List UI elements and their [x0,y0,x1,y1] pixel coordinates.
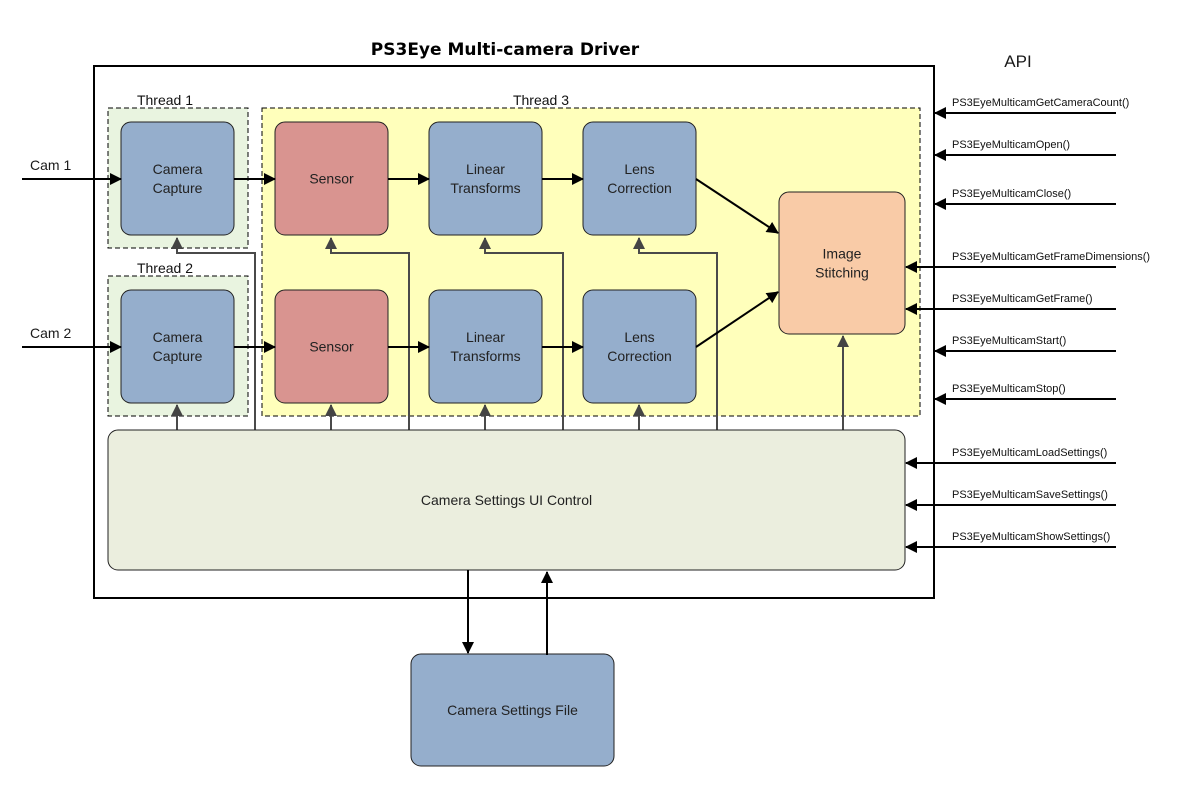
control-line-lens1 [633,237,718,430]
api-call: PS3EyeMulticamOpen() [934,139,1116,161]
node-label: Capture [153,180,203,196]
thread2-label: Thread 2 [137,260,193,276]
api-call-label: PS3EyeMulticamGetCameraCount() [952,97,1129,109]
api-call: PS3EyeMulticamSaveSettings() [905,489,1116,511]
node-label: Camera [153,161,203,177]
driver-boundary [93,65,935,599]
node-label: Sensor [309,171,354,187]
input-label-cam1: Cam 1 [30,157,71,173]
node-box [428,289,543,404]
node-box [582,121,697,236]
node-label: Image [823,246,862,262]
control-lines [171,237,849,430]
control-line-capture1 [171,237,256,430]
api-heading: API [1004,52,1031,71]
arrow-lens2-stitch [695,291,779,348]
node-box [428,121,543,236]
control-line-linear1 [479,237,564,430]
pipeline-arrows [22,173,779,655]
thread1-label: Thread 1 [137,92,193,108]
node-box [778,191,906,335]
api-call-label: PS3EyeMulticamGetFrameDimensions() [952,251,1150,263]
node-settings-file: Camera Settings File [410,653,615,767]
node-label: Linear [466,329,505,345]
node-label: Correction [607,348,672,364]
api-call-label: PS3EyeMulticamGetFrame() [952,293,1093,305]
node-label: Sensor [309,339,354,355]
node-label: Linear [466,161,505,177]
api-call: PS3EyeMulticamLoadSettings() [905,447,1116,469]
api-call: PS3EyeMulticamShowSettings() [905,531,1116,553]
arrow-lens1-stitch [695,178,779,234]
api-call-label: PS3EyeMulticamLoadSettings() [952,447,1107,459]
node-label: Lens [624,161,654,177]
api-call: PS3EyeMulticamGetCameraCount() [934,97,1129,119]
api-call-label: PS3EyeMulticamOpen() [952,139,1070,151]
node-box [410,653,615,767]
api-call-label: PS3EyeMulticamClose() [952,188,1071,200]
node-label: Lens [624,329,654,345]
node-label: Transforms [450,180,520,196]
api-call-label: PS3EyeMulticamShowSettings() [952,531,1110,543]
api-call: PS3EyeMulticamGetFrame() [905,293,1116,315]
node-label: Stitching [815,265,869,281]
api-call-label: PS3EyeMulticamStart() [952,335,1066,347]
api-call: PS3EyeMulticamStop() [934,383,1116,405]
control-line-sensor1 [325,237,410,430]
node-label: Camera Settings UI Control [421,492,592,508]
api-call: PS3EyeMulticamGetFrameDimensions() [905,251,1150,273]
node-label: Camera Settings File [447,702,578,718]
api-call: PS3EyeMulticamStart() [934,335,1116,357]
api-call-label: PS3EyeMulticamStop() [952,383,1066,395]
node-box [120,121,235,236]
node-sensor2: Sensor [274,289,389,404]
node-box [582,289,697,404]
node-label: Camera [153,329,203,345]
node-sensor1: Sensor [274,121,389,236]
node-box [120,289,235,404]
diagram-title: PS3Eye Multi-camera Driver [371,40,640,60]
api-call: PS3EyeMulticamClose() [934,188,1116,210]
api-call-label: PS3EyeMulticamSaveSettings() [952,489,1108,501]
input-label-cam2: Cam 2 [30,325,71,341]
node-ui-control: Camera Settings UI Control [107,429,906,571]
node-label: Capture [153,348,203,364]
thread3-label: Thread 3 [513,92,569,108]
node-label: Transforms [450,348,520,364]
node-label: Correction [607,180,672,196]
